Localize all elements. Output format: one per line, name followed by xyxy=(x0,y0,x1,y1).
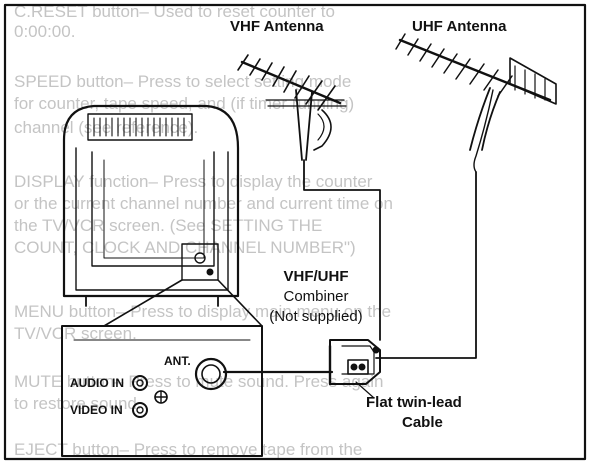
combiner-not-supplied-label: (Not supplied) xyxy=(269,308,363,325)
background-text-line: SPEED button– Press to select setting mo… xyxy=(14,72,352,91)
background-text-line: for counter, tape speed, and (if timer r… xyxy=(14,94,355,113)
background-text-line: TV/VCR screen. xyxy=(14,324,137,343)
video-in-jack-center-icon xyxy=(136,406,144,414)
vhf-antenna-icon xyxy=(237,54,347,161)
audio-in-jack-center-icon xyxy=(136,379,144,387)
zoom-line xyxy=(217,279,263,327)
cable-label: Cable xyxy=(402,414,443,431)
background-text-line: C.RESET button– Used to reset counter to xyxy=(14,2,335,21)
combiner-label: VHF/UHF xyxy=(283,268,349,285)
video-in-label: VIDEO IN xyxy=(70,403,123,417)
background-text-line: EJECT button– Press to remove tape from … xyxy=(14,440,363,459)
background-text-line: 0:00:00. xyxy=(14,22,76,41)
audio-in-jack-icon xyxy=(132,375,148,391)
video-in-jack-icon xyxy=(132,402,148,418)
ant-jack-inner-icon xyxy=(201,364,221,384)
tv-vcr-rear-icon xyxy=(62,104,240,307)
background-text-line: COUNT, CLOCK AND CHANNEL NUMBER") xyxy=(14,238,356,257)
background-text-line: the TV/VCR screen. (See SETTING THE xyxy=(14,216,323,235)
audio-in-label: AUDIO IN xyxy=(70,376,124,390)
ant-jack-icon xyxy=(194,357,228,391)
combiner-label: Combiner xyxy=(283,288,349,305)
zoom-line xyxy=(103,279,183,327)
figure-frame xyxy=(3,3,587,461)
uhf-down-cable xyxy=(375,171,477,359)
uhf-antenna-label: UHF Antenna xyxy=(412,18,507,35)
vhf-antenna-label: VHF Antenna xyxy=(230,18,324,35)
combiner-box-icon xyxy=(328,339,381,386)
uhf-antenna-icon xyxy=(395,33,557,173)
cable-label: Flat twin-lead xyxy=(366,394,462,411)
background-text-line: to restore sound. xyxy=(14,394,142,413)
ant-jack-label: ANT. xyxy=(164,354,191,368)
jack-panel xyxy=(61,325,263,457)
background-text-line: or the current channel number and curren… xyxy=(14,194,393,213)
ground-symbol-icon xyxy=(154,390,168,404)
background-text-line: MENU button– Press to display main menu … xyxy=(14,302,392,321)
vhf-down-cable xyxy=(303,159,381,341)
